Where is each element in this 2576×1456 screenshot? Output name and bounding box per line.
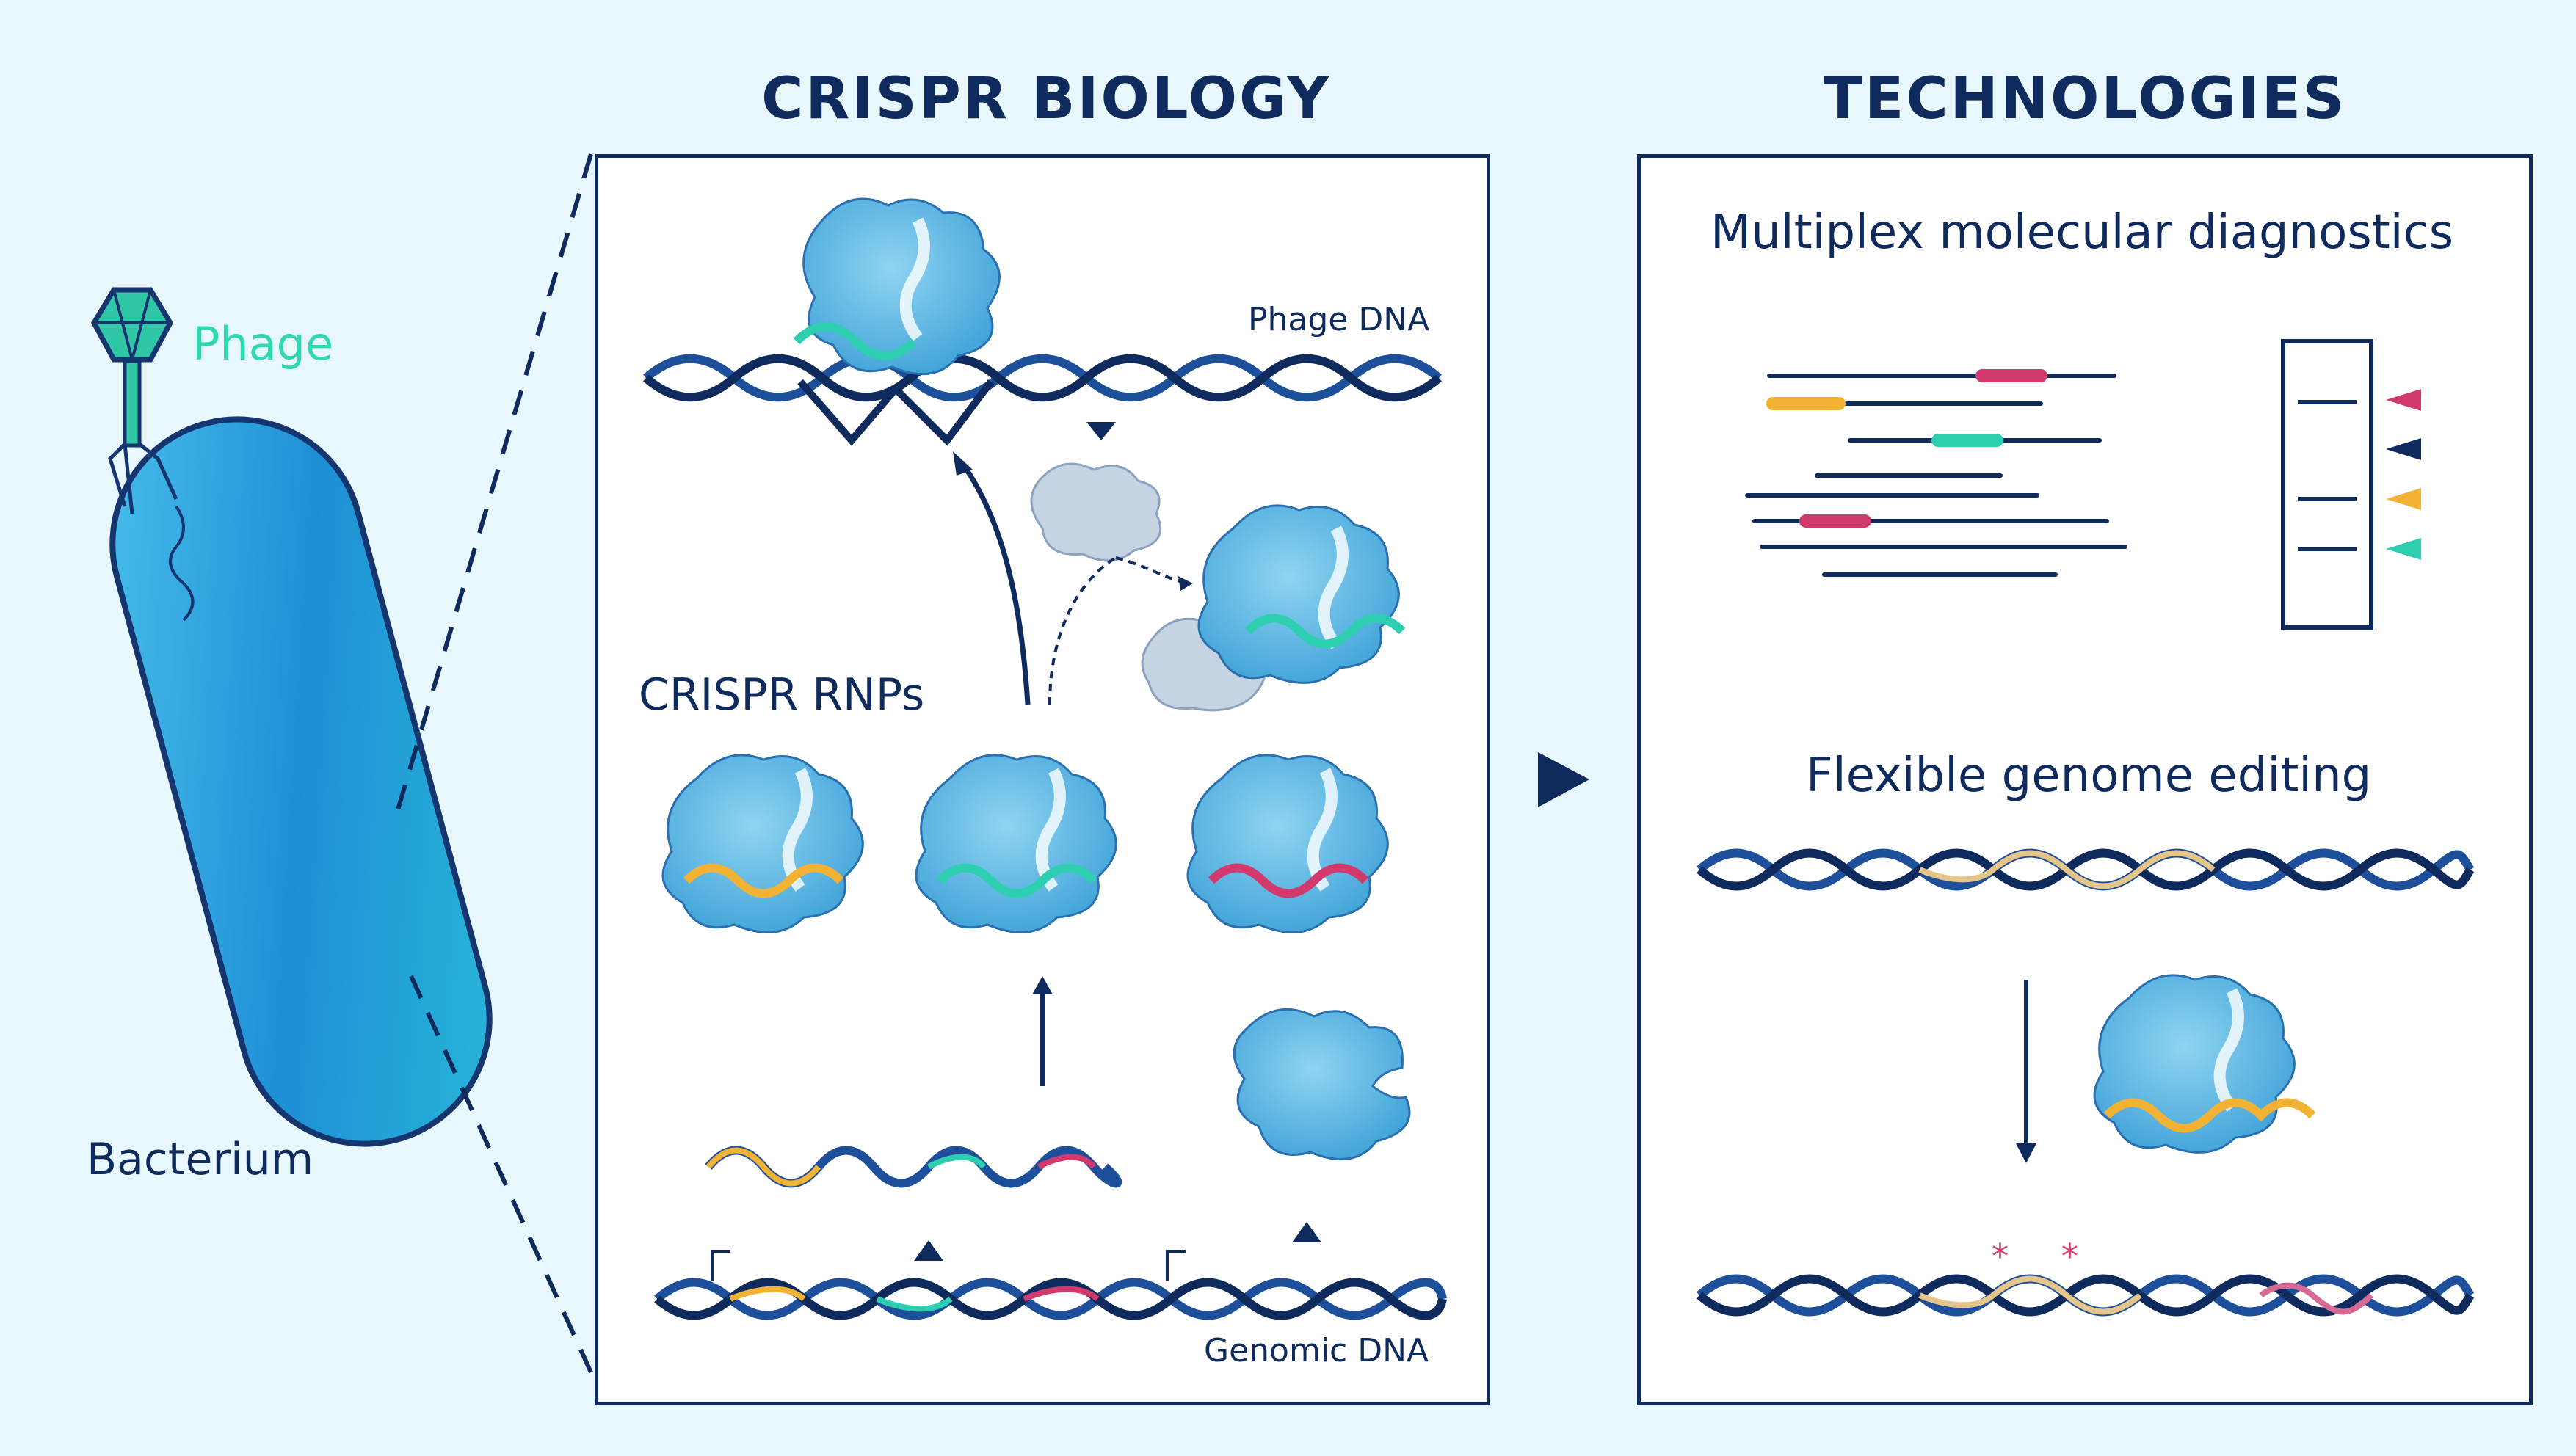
crispr-rnps-label: CRISPR RNPs (639, 669, 925, 721)
crrna-strand (705, 1146, 1122, 1188)
arrowhead-up-right (1292, 1222, 1321, 1242)
editing-dna-bottom (1697, 1274, 2475, 1317)
diagnostic-tags (1766, 369, 2047, 528)
cas-protein-apo (1233, 1008, 1411, 1161)
cas-protein-phage (793, 197, 1001, 376)
editing-label: Flexible genome editing (1806, 749, 2372, 803)
edit-site-marks: * * (1992, 1237, 2078, 1276)
heading-technologies: TECHNOLOGIES (1823, 66, 2347, 132)
inhibited-rnp-complex (1141, 504, 1406, 712)
arrowhead-down (1086, 422, 1116, 440)
zoom-lines (394, 153, 593, 1374)
svg-text:*: * (2061, 1237, 2078, 1276)
phage-icon (90, 287, 195, 622)
anti-crispr-blob (1030, 462, 1162, 562)
svg-text:*: * (1992, 1237, 2009, 1276)
bacterium (109, 416, 493, 1147)
phage-dna-helix (643, 354, 1442, 446)
heading-crispr-biology: CRISPR BIOLOGY (761, 66, 1331, 132)
genomic-dna-label: Genomic DNA (1204, 1332, 1429, 1369)
editing-dna-top (1697, 848, 2475, 891)
bacterium-label: Bacterium (87, 1134, 314, 1185)
base-editor-rnp (2093, 974, 2316, 1154)
diagnostics-label: Multiplex molecular diagnostics (1710, 205, 2454, 260)
arrowhead-up-left (914, 1240, 943, 1261)
gel-lane (2281, 339, 2421, 630)
phage-label: Phage (192, 317, 334, 371)
rnp-teal (915, 754, 1117, 933)
phage-dna-label: Phage DNA (1248, 301, 1430, 338)
rnp-pink (1186, 754, 1389, 933)
flow-arrow-right (1538, 752, 1589, 807)
biology-arrows (953, 451, 1193, 1086)
technologies-panel (1637, 154, 2533, 1405)
editing-arrow-down (2016, 980, 2036, 1163)
genomic-dna-helix (654, 1250, 1447, 1320)
rnp-yellow (661, 754, 864, 933)
